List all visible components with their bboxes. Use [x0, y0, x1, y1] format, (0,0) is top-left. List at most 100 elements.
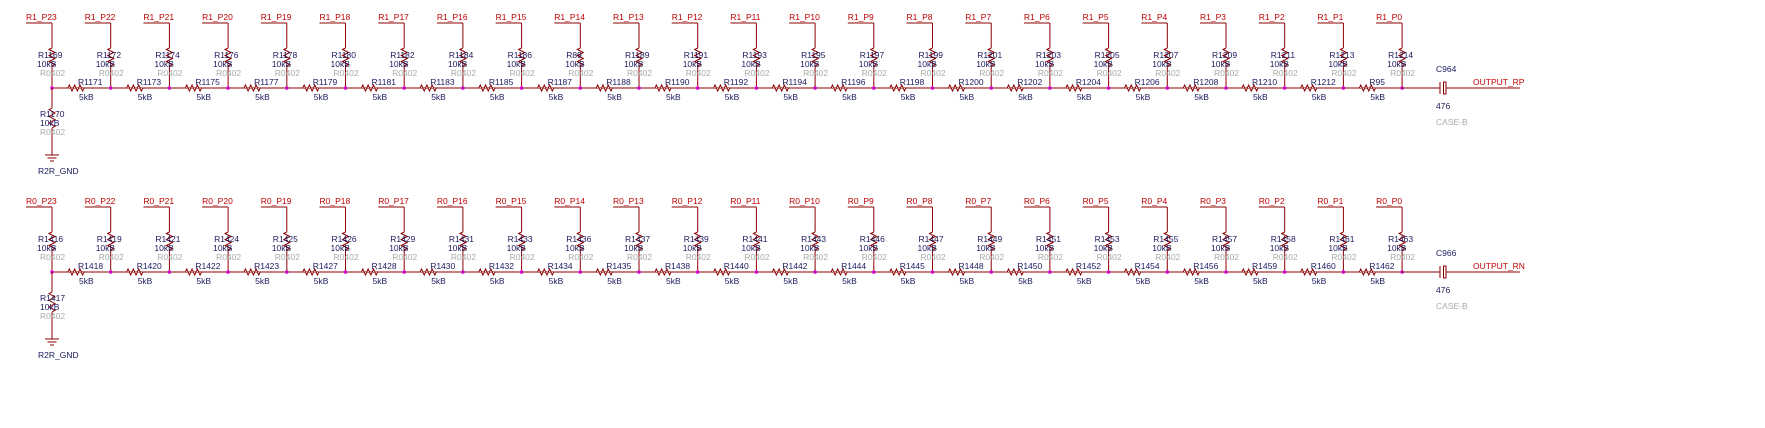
- branch-resistor: [869, 47, 878, 67]
- series-resistor: [1300, 267, 1318, 277]
- branch-resistor: [1339, 47, 1348, 67]
- resistor-value: 5kB: [607, 92, 622, 102]
- resistor-footprint: R0402: [686, 252, 711, 262]
- net-label: R0_P0: [1376, 196, 1402, 206]
- resistor-footprint: R0402: [1038, 252, 1063, 262]
- branch-resistor: [1397, 231, 1407, 251]
- resistor-footprint: R0402: [157, 252, 182, 262]
- junction-dot: [1282, 86, 1287, 90]
- resistor-footprint: R0402: [1273, 68, 1298, 78]
- resistor-footprint: R0402: [862, 252, 887, 262]
- net-label: R1_P2: [1259, 12, 1285, 22]
- series-resistor: [361, 267, 378, 277]
- junction-dot: [872, 270, 876, 274]
- resistor-footprint: R0402: [216, 68, 241, 78]
- net-label: R0_P21: [143, 196, 174, 206]
- resistor-value: 10kB: [624, 243, 644, 253]
- resistor-designator: R1428: [372, 261, 397, 271]
- branch-resistor: [458, 47, 468, 67]
- resistor-designator: R1453: [1095, 234, 1120, 244]
- resistor-designator: R1457: [1212, 234, 1237, 244]
- resistor-value: 10kB: [389, 59, 409, 69]
- junction-dot: [167, 86, 172, 90]
- resistor-value: 10kB: [859, 59, 879, 69]
- resistor-value: 10kB: [800, 243, 820, 253]
- resistor-designator: R1454: [1135, 261, 1160, 271]
- resistor-designator: R1182: [390, 50, 415, 60]
- resistor-footprint: R0402: [510, 68, 535, 78]
- resistor-value: 10kB: [859, 243, 879, 253]
- series-resistor: [889, 267, 907, 277]
- resistor-footprint: R0402: [510, 252, 535, 262]
- resistor-designator: R1456: [1193, 261, 1218, 271]
- resistor-footprint: R0402: [1390, 68, 1415, 78]
- resistor-designator: R1196: [841, 77, 866, 87]
- resistor-value: 5kB: [1312, 276, 1327, 286]
- resistor-designator: R1431: [449, 234, 474, 244]
- resistor-designator: R1439: [684, 234, 709, 244]
- resistor-value: 10kB: [1152, 59, 1172, 69]
- resistor-value: 5kB: [725, 92, 740, 102]
- net-label: R0_P20: [202, 196, 233, 206]
- net-label: R1_P6: [1024, 12, 1050, 22]
- net-label: R0_P7: [965, 196, 991, 206]
- resistor-designator: R95: [1369, 77, 1385, 87]
- resistor-designator: R1461: [1329, 234, 1354, 244]
- resistor-value: 5kB: [1136, 276, 1151, 286]
- resistor-footprint: R0402: [1214, 68, 1239, 78]
- resistor-designator: R1460: [1311, 261, 1336, 271]
- resistor-value: 5kB: [842, 276, 857, 286]
- resistor-designator: R1458: [1271, 234, 1296, 244]
- resistor-footprint: R0402: [40, 311, 65, 321]
- resistor-value: 10kB: [507, 243, 527, 253]
- junction-dot: [637, 270, 641, 274]
- net-label: R1_P10: [789, 12, 820, 22]
- resistor-value: 10kB: [448, 243, 468, 253]
- resistor-value: 5kB: [666, 276, 681, 286]
- branch-resistor: [810, 231, 820, 251]
- net-label: R0_P1: [1317, 196, 1343, 206]
- resistor-designator: R1214: [1388, 50, 1413, 60]
- resistor-value: 5kB: [607, 276, 622, 286]
- series-resistor: [1241, 267, 1259, 277]
- resistor-value: 10kB: [683, 59, 703, 69]
- resistor-designator: R1189: [625, 50, 650, 60]
- junction-dot: [1400, 270, 1404, 274]
- resistor-designator: R1172: [97, 50, 122, 60]
- ground-resistor: [47, 107, 57, 129]
- junction-dot: [578, 86, 583, 90]
- series-resistor: [419, 267, 437, 277]
- resistor-designator: R1419: [97, 234, 122, 244]
- resistor-designator: R1424: [214, 234, 239, 244]
- junction-dot: [1224, 270, 1228, 274]
- net-label: R0_P12: [672, 196, 703, 206]
- resistor-value: 5kB: [666, 92, 681, 102]
- net-label: R1_P4: [1141, 12, 1167, 22]
- net-label: R1_P23: [26, 12, 57, 22]
- resistor-footprint: R0402: [99, 68, 124, 78]
- branch-resistor: [223, 231, 233, 251]
- output-net-label: OUTPUT_RN: [1473, 261, 1525, 271]
- resistor-footprint: R0402: [392, 252, 417, 262]
- branch-resistor: [752, 231, 761, 251]
- resistor-value: 5kB: [1253, 276, 1268, 286]
- resistor-footprint: R0402: [1155, 68, 1180, 78]
- branch-resistor: [223, 47, 233, 67]
- resistor-footprint: R0402: [40, 252, 65, 262]
- series-resistor: [243, 267, 261, 277]
- net-label: R1_P18: [320, 12, 351, 22]
- junction-dot: [402, 270, 407, 274]
- junction-dot: [989, 270, 993, 274]
- resistor-value: 5kB: [138, 92, 153, 102]
- resistor-value: 10kB: [213, 59, 233, 69]
- capacitor-value: 476: [1436, 101, 1450, 111]
- resistor-designator: R1183: [430, 77, 455, 87]
- resistor-designator: R1209: [1212, 50, 1237, 60]
- series-resistor: [184, 267, 202, 277]
- junction-dot: [461, 270, 465, 274]
- series-resistor: [595, 267, 613, 277]
- resistor-value: 10kB: [741, 59, 761, 69]
- resistor-designator: R1205: [1095, 50, 1120, 60]
- resistor-value: 5kB: [725, 276, 740, 286]
- resistor-designator: R1195: [801, 50, 826, 60]
